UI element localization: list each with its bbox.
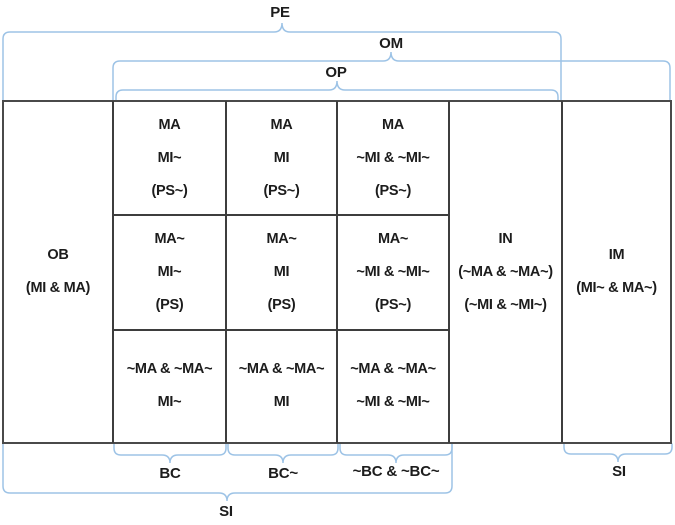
cell-line: (~MA & ~MA~) [458,263,553,280]
cell-line: (PS~) [375,296,411,313]
bc-tilde-brace [227,443,339,464]
cell-line: IM [608,247,625,263]
pe-label: PE [270,4,290,21]
cell-line: OB [47,247,69,263]
cell-line: MI [273,394,290,410]
cell-line: MA~ [266,230,297,247]
cell-line: ~MI & ~MI~ [356,263,430,280]
si-main-label: SI [219,503,233,520]
cell-line: (PS~) [151,182,188,199]
pe-brace [2,22,562,102]
cell-line: (PS~) [375,182,411,199]
cell-line: (MI & MA) [25,280,91,296]
table-border-bottom [2,442,672,444]
bc-label: BC [159,465,181,482]
column-rule [112,101,114,443]
cell-ob: OB (MI & MA) [4,102,112,442]
bc-both-brace [339,443,453,464]
cell-r3c1: ~MA & ~MA~ MI~ [114,330,225,442]
cell-line: MI~ [157,149,182,166]
cell-r3c3: ~MA & ~MA~ ~MI & ~MI~ [338,330,448,442]
cell-line: MA~ [377,230,409,247]
bc-tilde-label: BC~ [268,465,298,482]
cell-line: MI~ [157,263,182,280]
table-border-left [2,100,4,444]
cell-r1c1: MA MI~ (PS~) [114,102,225,214]
cell-r1c3: MA ~MI & ~MI~ (PS~) [338,102,448,214]
om-label: OM [379,35,403,52]
column-rule [225,101,227,443]
cell-line: ~MA & ~MA~ [350,361,436,377]
cell-line: MA [158,116,181,133]
cell-line: MA [382,116,404,133]
cell-line: (~MI & ~MI~) [464,296,547,313]
column-rule [561,101,563,443]
cell-line: MA~ [154,230,185,247]
cell-r3c2: ~MA & ~MA~ MI [227,330,336,442]
cell-line: ~MI & ~MI~ [356,394,430,410]
bc-brace [113,443,227,464]
si-im-label: SI [612,463,626,480]
cell-r2c1: MA~ MI~ (PS) [114,215,225,329]
cell-line: (PS) [155,296,184,313]
column-rule [336,101,338,443]
cell-line: (MI~ & MA~) [576,280,657,296]
row-rule [113,214,449,216]
cell-line: MI [273,149,290,166]
cell-line: ~MI & ~MI~ [356,149,430,166]
column-rule [448,101,450,443]
op-label: OP [325,64,347,81]
cell-line: MA [270,116,293,133]
cell-r2c2: MA~ MI (PS) [227,215,336,329]
cell-line: MI [273,263,290,280]
cell-line: ~MA & ~MA~ [238,361,325,377]
cell-im: IM (MI~ & MA~) [563,102,670,442]
cell-in: IN (~MA & ~MA~) (~MI & ~MI~) [450,102,561,442]
cell-line: ~MA & ~MA~ [126,361,213,377]
si-im-brace [563,443,673,463]
cell-line: (PS) [267,296,296,313]
op-brace [115,80,559,102]
cell-line: (PS~) [263,182,300,199]
si-main-brace [2,443,453,502]
cell-line: MI~ [157,394,182,410]
cell-line: IN [498,230,513,247]
cell-r1c2: MA MI (PS~) [227,102,336,214]
row-rule [113,329,449,331]
om-brace [112,51,671,102]
table-border-right [670,100,672,444]
bc-both-label: ~BC & ~BC~ [352,463,440,480]
cell-r2c3: MA~ ~MI & ~MI~ (PS~) [338,215,448,329]
